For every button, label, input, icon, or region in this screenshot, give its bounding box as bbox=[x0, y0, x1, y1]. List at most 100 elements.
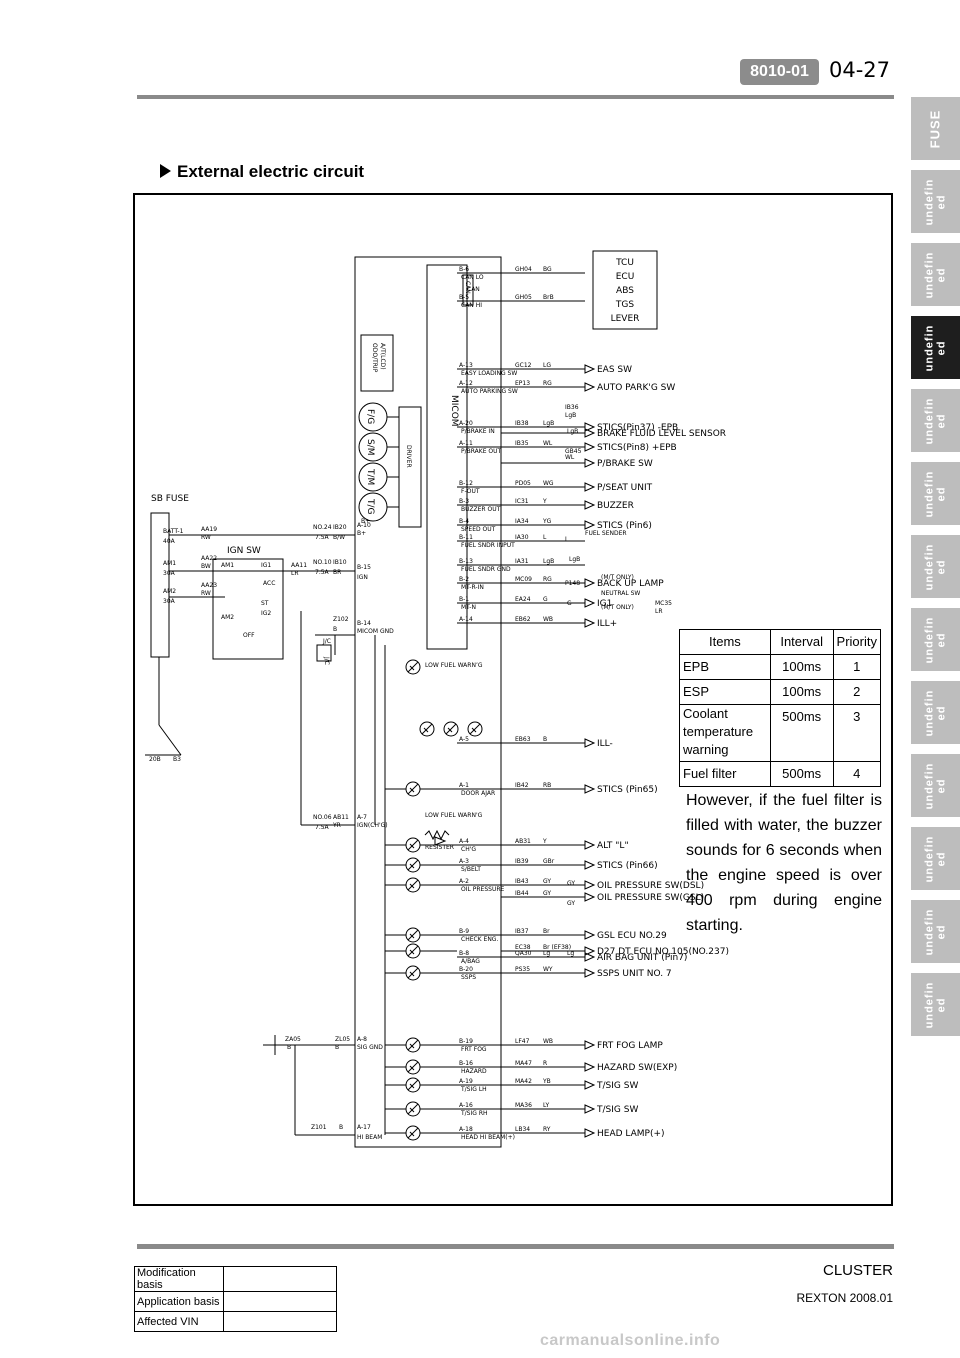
side-tab-5[interactable]: undefin ed bbox=[911, 462, 960, 525]
destination-label: STICS (Pin6) bbox=[597, 521, 652, 531]
side-tab-2[interactable]: undefin ed bbox=[911, 243, 960, 306]
diode-icon bbox=[434, 836, 447, 846]
wire-code: EC38 bbox=[515, 944, 531, 951]
left-pin-label: AM1 bbox=[221, 562, 234, 569]
destination-label: T/SIG SW bbox=[596, 1105, 638, 1115]
pin-function: F-OUT bbox=[461, 488, 480, 495]
wire-line bbox=[471, 727, 477, 733]
pin-number: A-4 bbox=[459, 838, 469, 845]
table-cell: 3 bbox=[832, 704, 882, 762]
can-box bbox=[462, 274, 474, 306]
destination-label: T/SIG SW bbox=[596, 1081, 638, 1091]
wire-color: GY bbox=[543, 878, 551, 885]
pin-number: B-12 bbox=[459, 480, 473, 487]
modification-row: Affected VIN bbox=[134, 1311, 337, 1332]
pin-number: A-18 bbox=[459, 1126, 473, 1133]
lamp-icon bbox=[467, 721, 483, 737]
destination-label: EAS SW bbox=[597, 365, 632, 375]
side-tab-12[interactable]: undefin ed bbox=[911, 973, 960, 1036]
left-pin-label: B/W bbox=[333, 534, 345, 541]
side-tab-6[interactable]: undefin ed bbox=[911, 535, 960, 598]
wire-color: RG bbox=[543, 380, 552, 387]
left-pin-label: AA23 bbox=[201, 582, 217, 589]
wire-code: EP13 bbox=[515, 380, 530, 387]
left-pin-label: BR bbox=[333, 569, 341, 576]
pin-number: A-20 bbox=[459, 420, 473, 427]
pin-function: AUTO PARKING SW bbox=[461, 388, 518, 395]
table-cell: EPB bbox=[679, 654, 771, 680]
gauge-label: S/M bbox=[365, 439, 375, 456]
wire-code: IB38 bbox=[515, 420, 529, 427]
pin-function: HEAD HI BEAM(+) bbox=[461, 1134, 515, 1141]
wire-code: IA31 bbox=[515, 558, 529, 565]
side-tab-8[interactable]: undefin ed bbox=[911, 681, 960, 744]
destination-label: BUZZER bbox=[597, 501, 634, 511]
pin-number: B-6 bbox=[459, 266, 469, 273]
side-tab-1[interactable]: undefin ed bbox=[911, 170, 960, 233]
misc-label: IB36 bbox=[565, 404, 579, 411]
arrow-icon bbox=[584, 500, 596, 510]
arrow-icon bbox=[584, 422, 596, 432]
misc-label: (M/T ONLY) bbox=[601, 574, 634, 581]
wire-line bbox=[407, 1079, 419, 1091]
side-tab-11[interactable]: undefin ed bbox=[911, 900, 960, 963]
pin-number: B-20 bbox=[459, 966, 473, 973]
wire-code: GC12 bbox=[515, 362, 532, 369]
side-tab-10[interactable]: undefin ed bbox=[911, 827, 960, 890]
left-pin-label: ZA05 bbox=[285, 1036, 301, 1043]
pin-number: A-16 bbox=[459, 1102, 473, 1109]
wire-color: Y bbox=[542, 498, 547, 505]
destination-label: STICS(Pin37) -EPB bbox=[597, 423, 678, 433]
wire-line bbox=[407, 1127, 419, 1139]
side-tab-label: undefin ed bbox=[923, 616, 948, 663]
wire-line bbox=[407, 661, 419, 673]
wire-line bbox=[407, 967, 419, 979]
fuse-block bbox=[150, 512, 170, 658]
wire-line bbox=[407, 1103, 419, 1115]
can-destination-label: ABS bbox=[616, 286, 634, 296]
misc-label: LOW FUEL WARN'G bbox=[425, 812, 483, 819]
left-pin-label: ZL05 bbox=[335, 1036, 350, 1043]
destination-label: OIL PRESSURE SW(DSL) bbox=[597, 881, 704, 891]
modification-row: Modification basis bbox=[134, 1266, 337, 1292]
left-pin-label: B bbox=[339, 1124, 343, 1131]
wire-code: GH05 bbox=[515, 294, 532, 301]
wire-color: GY bbox=[543, 890, 551, 897]
wire-line bbox=[407, 945, 419, 957]
side-tab-0[interactable]: FUSE bbox=[911, 97, 960, 160]
modification-label: Application basis bbox=[134, 1291, 224, 1312]
left-pin-label: OFF bbox=[243, 632, 255, 639]
wire-code: AB31 bbox=[515, 838, 531, 845]
destination-label: GSL ECU NO.29 bbox=[597, 931, 667, 941]
destination-label: OIL PRESSURE SW(GSL) bbox=[597, 893, 704, 903]
cluster-outline bbox=[354, 256, 502, 1148]
table-cell: 2 bbox=[832, 679, 882, 705]
table-cell: Fuel filter bbox=[679, 761, 771, 787]
side-tab-3[interactable]: undefin ed bbox=[911, 316, 960, 379]
left-pin-label: 20B bbox=[149, 756, 161, 763]
pin-function: MT-N bbox=[461, 604, 476, 611]
wire-code: EB62 bbox=[515, 616, 531, 623]
arrow-icon bbox=[584, 482, 596, 492]
can-destination-label: LEVER bbox=[611, 314, 640, 324]
side-tab-7[interactable]: undefin ed bbox=[911, 608, 960, 671]
pin-function: OIL PRESSURE bbox=[461, 886, 504, 893]
wire-line bbox=[409, 933, 415, 939]
left-pin-label: MICOM GND bbox=[357, 628, 394, 635]
wire-color: R bbox=[543, 1060, 547, 1067]
wire-color: WB bbox=[543, 616, 553, 623]
destination-label: ILL+ bbox=[597, 619, 617, 629]
left-pin-label: 30A bbox=[163, 570, 176, 577]
arrow-icon bbox=[584, 840, 596, 850]
pin-function: CAN LO bbox=[461, 274, 484, 281]
side-tab-label: undefin ed bbox=[923, 981, 948, 1028]
side-tab-4[interactable]: undefin ed bbox=[911, 389, 960, 452]
lamp-label: LOW FUEL WARN’G bbox=[425, 662, 483, 669]
left-pin-label: B bbox=[335, 1044, 339, 1051]
left-pin-label: J/C bbox=[322, 638, 331, 645]
sb-fuse-label: SB FUSE bbox=[151, 494, 189, 504]
misc-label: CAN bbox=[467, 286, 480, 293]
side-tab-9[interactable]: undefin ed bbox=[911, 754, 960, 817]
